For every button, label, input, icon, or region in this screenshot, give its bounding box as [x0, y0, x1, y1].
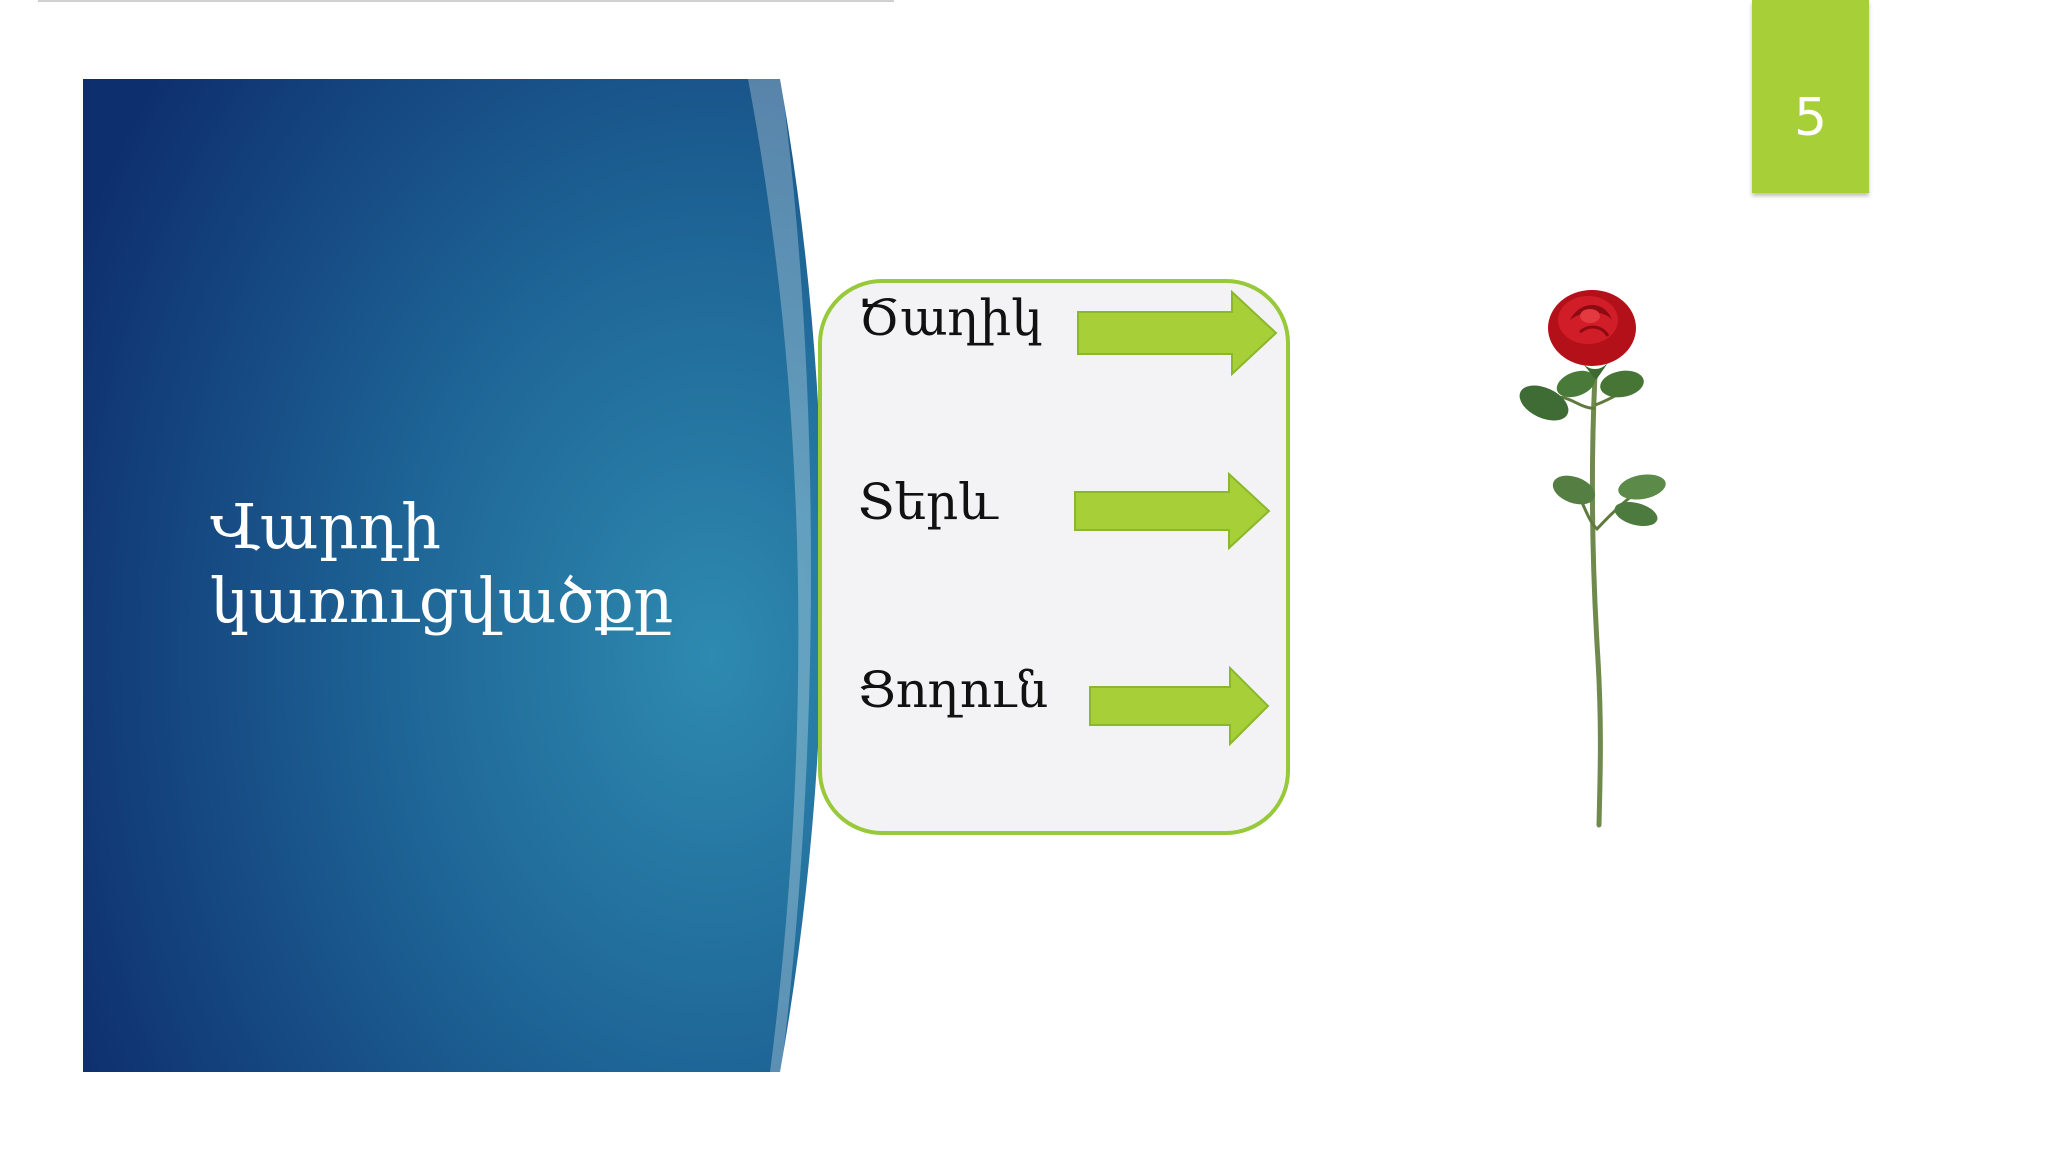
parts-box — [818, 279, 1290, 835]
page-number-badge: 5 — [1752, 0, 1869, 193]
rose-image — [1519, 290, 1666, 828]
part-label-leaf: Տերև — [858, 473, 998, 531]
slide-title-line-1: Վարդի — [210, 490, 441, 563]
slide-title: Վարդի կառուցվածքը — [210, 490, 770, 638]
page-number: 5 — [1793, 88, 1828, 148]
arrow-right-icon — [1074, 472, 1271, 550]
slide-title-line-2: կառուցվածքը — [210, 564, 674, 637]
arrow-right-icon — [1077, 290, 1278, 376]
top-divider — [38, 0, 894, 2]
part-label-stem: Ցողուն — [858, 661, 1049, 719]
part-label-flower: Ծաղիկ — [858, 289, 1043, 347]
arrow-right-icon — [1089, 666, 1270, 746]
